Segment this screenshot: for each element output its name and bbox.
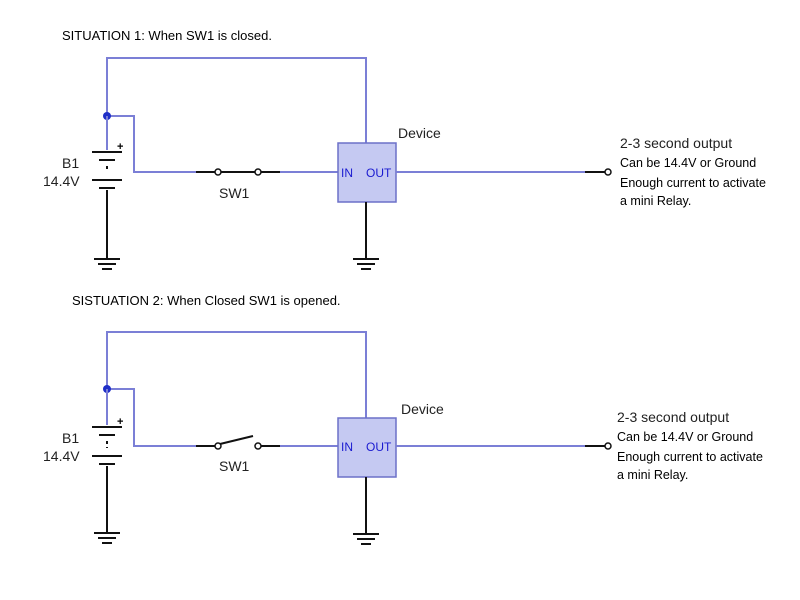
top-feedback-wire	[106, 57, 367, 143]
battery-plus-sign: +	[117, 141, 123, 153]
top-feedback-wire	[106, 331, 367, 418]
situation-2-schematic: SISTUATION 2: When Closed SW1 is opened.…	[43, 293, 763, 545]
device-in-label: IN	[341, 166, 353, 180]
situation-2-caption: SISTUATION 2: When Closed SW1 is opened.	[72, 293, 341, 308]
battery-b1-symbol	[92, 151, 122, 189]
output-note-line: a mini Relay.	[620, 194, 691, 208]
ground-icon	[94, 258, 120, 270]
battery-plus-sign: +	[117, 416, 123, 428]
situation-1-schematic: SITUATION 1: When SW1 is closed. + B1 14…	[43, 28, 766, 270]
switch-label: SW1	[219, 458, 250, 474]
output-note-line: Enough current to activate	[620, 176, 766, 190]
output-note-line: Can be 14.4V or Ground	[617, 430, 753, 444]
switch-label: SW1	[219, 185, 250, 201]
device-label: Device	[398, 125, 441, 141]
switch-sw1-closed	[214, 168, 262, 176]
ground-icon	[353, 258, 379, 270]
battery-name-label: B1	[62, 430, 79, 446]
device-in-label: IN	[341, 440, 353, 454]
device-label: Device	[401, 401, 444, 417]
switch-feed-wire	[107, 115, 196, 173]
output-note-title: 2-3 second output	[620, 135, 732, 151]
device-box	[337, 417, 397, 478]
device-out-label: OUT	[366, 166, 392, 180]
switch-feed-wire	[107, 388, 196, 447]
output-note-line: a mini Relay.	[617, 468, 688, 482]
ground-icon	[94, 532, 120, 544]
device-box	[337, 142, 397, 203]
device-out-label: OUT	[366, 440, 392, 454]
situation-1-caption: SITUATION 1: When SW1 is closed.	[62, 28, 272, 43]
battery-voltage-label: 14.4V	[43, 173, 80, 189]
battery-name-label: B1	[62, 155, 79, 171]
output-terminal	[604, 442, 612, 450]
output-note-line: Enough current to activate	[617, 450, 763, 464]
switch-sw1-open	[214, 435, 262, 450]
battery-b1-symbol	[92, 426, 122, 465]
output-note-line: Can be 14.4V or Ground	[620, 156, 756, 170]
output-terminal	[604, 168, 612, 176]
ground-icon	[353, 533, 379, 545]
output-note-title: 2-3 second output	[617, 409, 729, 425]
battery-voltage-label: 14.4V	[43, 448, 80, 464]
